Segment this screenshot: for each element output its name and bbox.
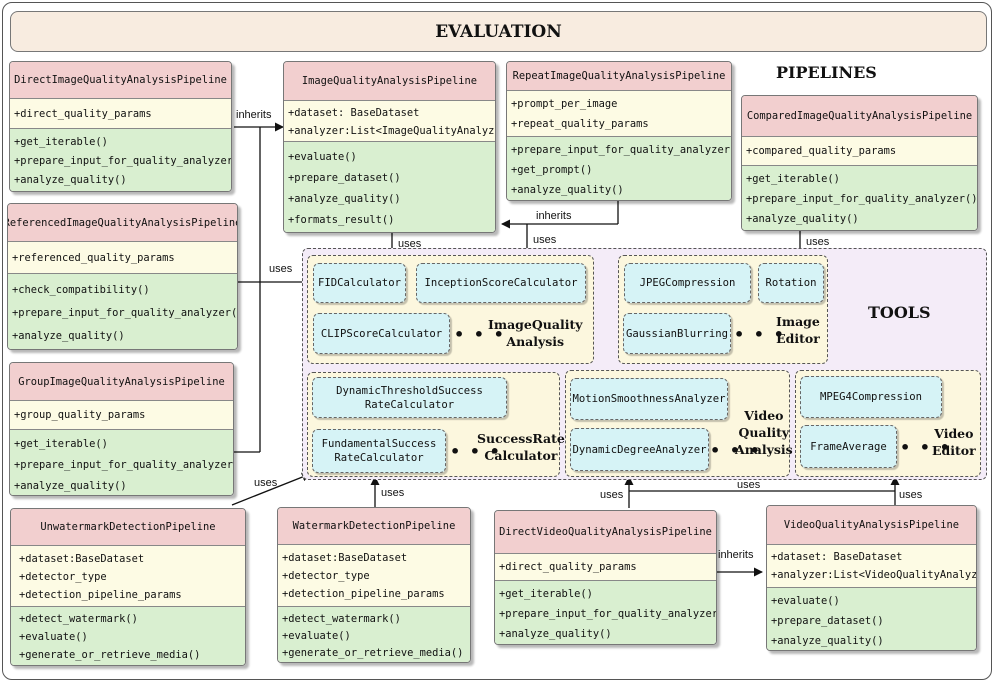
class-direct-image-quality-pipeline: DirectImageQualityAnalysisPipeline +dire…	[9, 61, 232, 192]
tools-title: TOOLS	[868, 303, 931, 322]
tool-frame-average: FrameAverage	[800, 425, 897, 468]
class-video-quality-pipeline: VideoQualityAnalysisPipeline +dataset: B…	[766, 505, 977, 651]
ellipsis-image-quality: • • •	[454, 325, 506, 344]
uses-label-image-quality: uses	[398, 238, 422, 250]
class-watermark-detection-pipeline: WatermarkDetectionPipeline +dataset:Base…	[277, 507, 471, 663]
tool-fid-calculator: FIDCalculator	[313, 263, 406, 303]
ellipsis-success-rate: • • •	[450, 442, 502, 461]
uses-label-video-quality: uses	[600, 489, 624, 501]
ellipsis-video-editor: • • •	[900, 438, 952, 457]
uses-label-unwatermark: uses	[254, 477, 278, 489]
evaluation-title: EVALUATION	[10, 11, 987, 52]
inherits-label-left: inherits	[236, 109, 272, 121]
uses-edge-unwatermark	[231, 472, 311, 506]
uses-label-compared: uses	[806, 236, 830, 248]
tool-jpeg-compression: JPEGCompression	[624, 263, 751, 303]
uses-label-repeat: uses	[533, 234, 557, 246]
uses-label-video-editor: uses	[899, 489, 923, 501]
tool-inception-score-calculator: InceptionScoreCalculator	[416, 263, 586, 303]
class-unwatermark-detection-pipeline: UnwatermarkDetectionPipeline +dataset:Ba…	[10, 508, 246, 666]
class-image-quality-pipeline: ImageQualityAnalysisPipeline +dataset: B…	[283, 61, 496, 233]
inherits-label-repeat: inherits	[536, 210, 572, 222]
tool-rotation: Rotation	[758, 263, 824, 303]
uses-label-video-split: uses	[737, 479, 761, 491]
tool-gaussian-blurring: GaussianBlurring	[623, 313, 731, 354]
inherits-label-video: inherits	[718, 549, 754, 561]
class-compared-image-quality-pipeline: ComparedImageQualityAnalysisPipeline +co…	[741, 95, 978, 231]
uses-label-watermark: uses	[381, 487, 405, 499]
class-direct-video-quality-pipeline: DirectVideoQualityAnalysisPipeline +dire…	[494, 510, 717, 645]
tool-dynamic-degree-analyzer: DynamicDegreeAnalyzer	[570, 428, 709, 471]
tool-motion-smoothness-analyzer: MotionSmoothnessAnalyzer	[570, 378, 728, 420]
ellipsis-image-editor: • • •	[734, 325, 786, 344]
class-group-image-quality-pipeline: GroupImageQualityAnalysisPipeline +group…	[9, 362, 234, 496]
tool-clip-score-calculator: CLIPScoreCalculator	[313, 313, 450, 354]
ellipsis-video-quality: • • •	[710, 441, 762, 460]
pipelines-title: PIPELINES	[776, 63, 877, 82]
tool-mpeg4-compression: MPEG4Compression	[800, 376, 942, 418]
uses-label-referenced: uses	[269, 263, 293, 275]
class-repeat-image-quality-pipeline: RepeatImageQualityAnalysisPipeline +prom…	[506, 61, 732, 201]
class-referenced-image-quality-pipeline: ReferencedImageQualityAnalysisPipeline +…	[7, 203, 238, 350]
